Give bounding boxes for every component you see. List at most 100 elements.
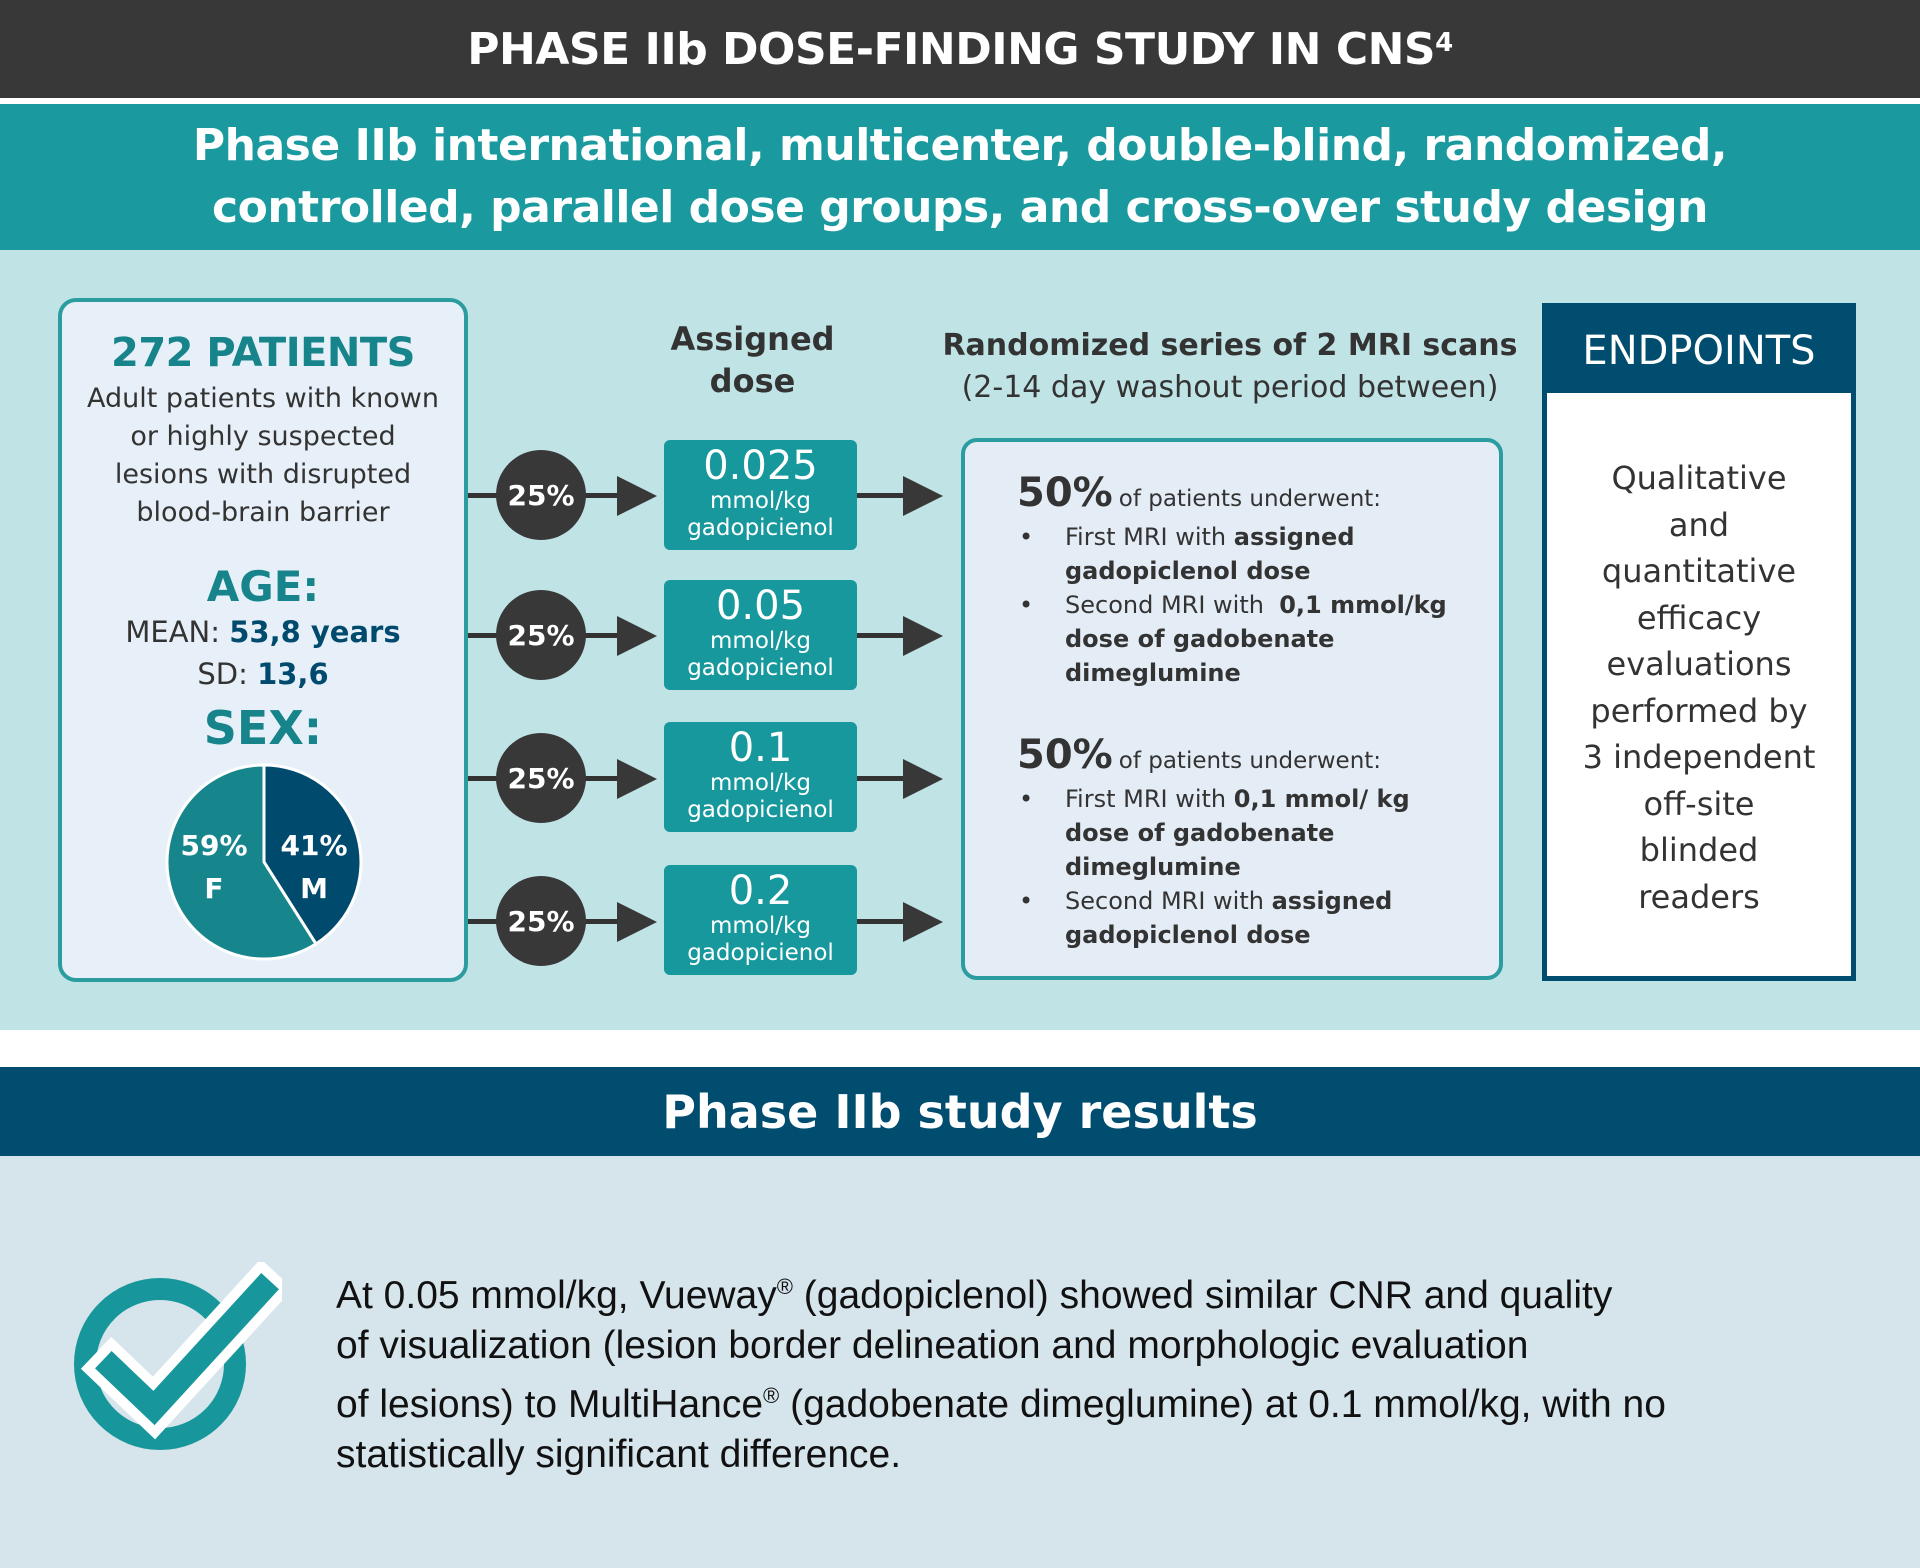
scan-item: First MRI with assigned gadopiclenol dos… [1017, 520, 1457, 588]
scan-item-bold: assigned gadopiclenol dose [1065, 887, 1393, 949]
allocation-circle: 25% [496, 876, 586, 966]
dose-box: 0.05 mmol/kg gadopicienol [664, 580, 857, 690]
flow-line [857, 633, 907, 638]
dose-value: 0.05 [715, 583, 806, 629]
endpoint-line: off-site [1643, 784, 1755, 823]
scan-list: First MRI with 0,1 mmol/ kg dose of gado… [1017, 782, 1457, 952]
mean-label: MEAN: [125, 615, 221, 649]
scan-list: First MRI with assigned gadopiclenol dos… [1017, 520, 1457, 690]
results-text-part: At 0.05 mmol/kg, Vueway [336, 1274, 777, 1317]
endpoints-text: Qualitative and quantitative efficacy ev… [1547, 393, 1851, 920]
endpoint-line: Qualitative [1611, 459, 1787, 497]
assigned-dose-header: Assigned dose [640, 318, 865, 402]
assigned-dose-header-line: Assigned [670, 320, 835, 358]
arrow-right-icon [903, 759, 943, 799]
arrow-right-icon [903, 616, 943, 656]
results-text-part: (gadobenate dimeglumine) at 0.1 mmol/kg,… [779, 1383, 1666, 1426]
flow-line [857, 776, 907, 781]
dose-box: 0.2 mmol/kg gadopicienol [664, 865, 857, 975]
dose-box: 0.025 mmol/kg gadopicienol [664, 440, 857, 550]
registered-mark: ® [763, 1383, 780, 1408]
female-pct-label: 59% [180, 829, 247, 862]
endpoint-line: quantitative [1601, 552, 1797, 590]
scan-item-text: First MRI with [1065, 785, 1234, 813]
scans-header: Randomized series of 2 MRI scans (2-14 d… [930, 325, 1530, 409]
endpoint-line: blinded [1639, 831, 1759, 869]
arrow-right-icon [903, 476, 943, 516]
patients-description: Adult patients with known or highly susp… [62, 380, 464, 532]
endpoint-line: evaluations [1606, 645, 1792, 683]
dose-agent: gadopicienol [687, 940, 834, 966]
age-mean: MEAN: 53,8 years [62, 611, 464, 653]
scan-item-text: First MRI with [1065, 523, 1234, 551]
endpoint-line: 3 independent [1582, 738, 1816, 776]
endpoint-line: readers [1638, 877, 1760, 916]
title-footnote: 4 [1435, 28, 1453, 58]
results-line: of lesions) to MultiHance® (gadobenate d… [336, 1371, 1876, 1430]
endpoint-line: efficacy [1636, 598, 1762, 637]
scan-group: 50%of patients underwent: First MRI with… [1017, 732, 1457, 952]
patients-desc-line: lesions with disrupted [114, 459, 412, 490]
results-line: statistically significant difference. [336, 1433, 902, 1476]
scan-item-bold: 0,1 mmol/ kg dose of gadobenate dimeglum… [1065, 785, 1410, 881]
scan-item-text: Second MRI with [1065, 591, 1280, 619]
allocation-circle: 25% [496, 450, 586, 540]
results-text: At 0.05 mmol/kg, Vueway® (gadopiclenol) … [336, 1262, 1876, 1480]
registered-mark: ® [776, 1274, 793, 1299]
study-design-banner: Phase IIb international, multicenter, do… [0, 104, 1920, 250]
scans-header-subtitle: (2-14 day washout period between) [961, 370, 1499, 405]
endpoints-title: ENDPOINTS [1547, 308, 1851, 393]
checkmark-circle-icon [74, 1262, 282, 1450]
scan-group: 50%of patients underwent: First MRI with… [1017, 470, 1457, 690]
dose-agent: gadopicienol [687, 655, 834, 681]
female-label: F [204, 872, 223, 905]
endpoint-line: performed by [1590, 691, 1808, 730]
results-panel [0, 1156, 1920, 1568]
mean-value: 53,8 years [229, 615, 401, 649]
results-text-part: (gadopiclenol) showed similar CNR and qu… [792, 1274, 1613, 1317]
dose-unit: mmol/kg [710, 770, 811, 796]
dose-agent: gadopicienol [687, 797, 834, 823]
arrow-right-icon [903, 902, 943, 942]
dose-unit: mmol/kg [710, 913, 811, 939]
flow-line [857, 493, 907, 498]
flow-line [857, 919, 907, 924]
patients-desc-line: Adult patients with known [87, 383, 439, 414]
group-label: of patients underwent: [1118, 748, 1382, 774]
age-sd: SD: 13,6 [62, 653, 464, 695]
dose-unit: mmol/kg [710, 488, 811, 514]
scan-item: Second MRI with 0,1 mmol/kg dose of gado… [1017, 588, 1457, 690]
endpoint-line: and [1668, 505, 1730, 544]
dose-value: 0.2 [728, 868, 793, 914]
scans-header-title: Randomized series of 2 MRI scans [942, 328, 1518, 363]
dose-agent: gadopicienol [687, 515, 834, 541]
sex-label: SEX: [203, 701, 323, 755]
arrow-right-icon [617, 759, 657, 799]
results-line: At 0.05 mmol/kg, Vueway® (gadopiclenol) … [336, 1262, 1876, 1321]
results-title: Phase IIb study results [0, 1067, 1920, 1156]
arrow-right-icon [617, 616, 657, 656]
sd-label: SD: [197, 657, 248, 691]
male-label: M [300, 872, 328, 905]
results-line: of visualization (lesion border delineat… [336, 1324, 1529, 1367]
results-text-part: of lesions) to MultiHance [336, 1383, 764, 1426]
subtitle-line-1: Phase IIb international, multicenter, do… [192, 120, 1728, 171]
scan-item-bold: 0,1 mmol/kg dose of gadobenate dimeglumi… [1065, 591, 1447, 687]
endpoints-box: ENDPOINTS Qualitative and quantitative e… [1542, 303, 1856, 981]
scans-box: 50%of patients underwent: First MRI with… [961, 438, 1503, 980]
patients-desc-line: or highly suspected [130, 421, 396, 452]
subtitle-line-2: controlled, parallel dose groups, and cr… [212, 182, 1708, 233]
dose-unit: mmol/kg [710, 628, 811, 654]
group-pct: 50% [1017, 470, 1113, 516]
assigned-dose-header-line: dose [709, 362, 796, 400]
allocation-circle: 25% [496, 590, 586, 680]
patients-box: 272 PATIENTS Adult patients with known o… [58, 298, 468, 982]
scan-item-text: Second MRI with [1065, 887, 1272, 915]
scan-item: First MRI with 0,1 mmol/ kg dose of gado… [1017, 782, 1457, 884]
group-pct: 50% [1017, 732, 1113, 778]
dose-value: 0.1 [728, 725, 793, 771]
scan-item-bold: assigned gadopiclenol dose [1065, 523, 1355, 585]
arrow-right-icon [617, 476, 657, 516]
pie-slice-female [165, 763, 319, 961]
group-label: of patients underwent: [1118, 486, 1382, 512]
